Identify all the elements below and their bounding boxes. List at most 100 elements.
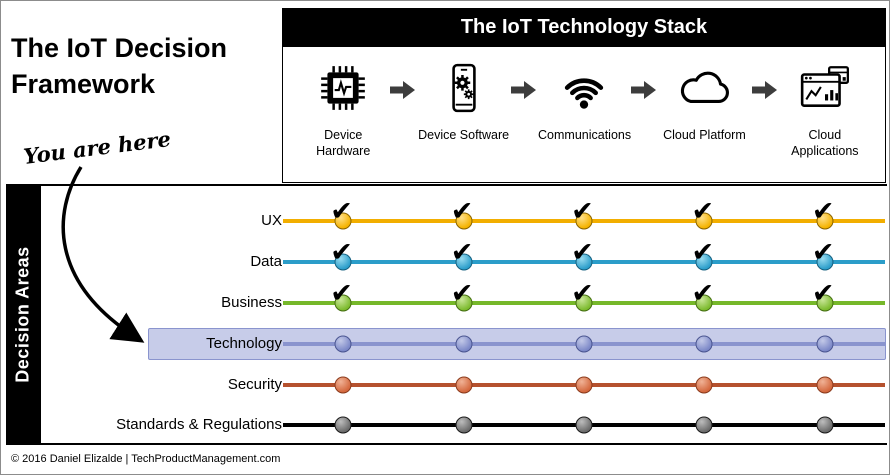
matrix-cell: ✔ (403, 410, 523, 440)
matrix-cell: ✔ (644, 410, 764, 440)
arrow-right-icon (390, 81, 416, 99)
status-circle (575, 416, 593, 434)
status-circle (334, 335, 352, 353)
matrix-cell: ✔ (644, 239, 764, 277)
matrix-cell: ✔ (524, 329, 644, 359)
status-circle (455, 376, 473, 394)
status-circle (695, 294, 713, 312)
status-circle (816, 376, 834, 394)
matrix-cell: ✔ (644, 370, 764, 400)
matrix-cell: ✔ (524, 410, 644, 440)
matrix-cell: ✔ (283, 198, 403, 236)
matrix-cell: ✔ (524, 239, 644, 277)
status-circle (334, 294, 352, 312)
status-circle (575, 376, 593, 394)
status-circle (816, 253, 834, 271)
matrix-row-ux: UX ✔ ✔ ✔ ✔ ✔ (6, 198, 887, 236)
check-icon: ✔ (811, 277, 835, 309)
check-icon: ✔ (571, 236, 594, 268)
check-icon: ✔ (450, 277, 474, 309)
technology-stack-panel: Device Hardware (282, 47, 886, 183)
matrix-cell: ✔ (765, 198, 885, 236)
status-circle (695, 335, 713, 353)
stack-item-device-hardware: Device Hardware (283, 47, 403, 182)
status-circle (455, 212, 473, 230)
matrix-cell: ✔ (765, 280, 885, 318)
page-title: The IoT Decision Framework (11, 33, 228, 99)
stack-item-label: Device Software (418, 128, 510, 142)
status-circle (455, 335, 473, 353)
check-icon: ✔ (450, 195, 474, 227)
row-label: Technology (206, 335, 282, 352)
check-icon: ✔ (691, 277, 715, 309)
row-label: UX (261, 212, 282, 229)
stack-item-cloud-applications: Cloud Applications (765, 47, 885, 182)
check-icon: ✔ (811, 195, 835, 227)
status-circle (575, 294, 593, 312)
stack-item-label: Cloud Applications (791, 128, 859, 159)
chip-icon (283, 57, 403, 119)
stack-item-cloud-platform: Cloud Platform (644, 47, 764, 182)
you-are-here-label: You are here (22, 126, 173, 169)
row-label: Security (227, 376, 282, 393)
status-circle (695, 212, 713, 230)
matrix-row-security: Security ✔ ✔ ✔ ✔ ✔ (6, 370, 887, 400)
matrix-cell: ✔ (524, 370, 644, 400)
matrix-cell: ✔ (644, 280, 764, 318)
row-label: Business (221, 294, 282, 311)
status-circle (816, 335, 834, 353)
decision-matrix: Decision Areas UX ✔ ✔ ✔ ✔ ✔ Data ✔ ✔ ✔ ✔… (6, 184, 887, 445)
copyright-credit: © 2016 Daniel Elizalde | TechProductMana… (11, 453, 281, 465)
matrix-cell: ✔ (403, 280, 523, 318)
device-software-icon (403, 57, 523, 119)
check-icon: ✔ (330, 195, 353, 227)
cloud-icon (644, 57, 764, 119)
check-icon: ✔ (330, 277, 353, 309)
stack-item-communications: Communications (524, 47, 644, 182)
matrix-cell: ✔ (283, 370, 403, 400)
row-label: Data (250, 253, 282, 270)
status-circle (334, 253, 352, 271)
stack-item-label: Cloud Platform (663, 128, 746, 142)
matrix-cell: ✔ (403, 329, 523, 359)
status-circle (334, 212, 352, 230)
status-circle (695, 253, 713, 271)
decision-areas-sidebar: Decision Areas (6, 186, 41, 443)
status-circle (334, 376, 352, 394)
matrix-cell: ✔ (283, 239, 403, 277)
arrow-right-icon (751, 81, 777, 99)
matrix-cell: ✔ (765, 239, 885, 277)
matrix-cell: ✔ (524, 198, 644, 236)
matrix-cell: ✔ (765, 370, 885, 400)
matrix-cell: ✔ (403, 198, 523, 236)
check-icon: ✔ (691, 195, 715, 227)
stack-title-bar: The IoT Technology Stack (282, 8, 886, 47)
matrix-cell: ✔ (403, 370, 523, 400)
row-label: Standards & Regulations (116, 416, 282, 433)
matrix-row-business: Business ✔ ✔ ✔ ✔ ✔ (6, 280, 887, 318)
matrix-cell: ✔ (765, 410, 885, 440)
status-circle (455, 253, 473, 271)
matrix-cell: ✔ (644, 198, 764, 236)
status-circle (334, 416, 352, 434)
matrix-cell: ✔ (283, 280, 403, 318)
matrix-cell: ✔ (644, 329, 764, 359)
matrix-row-technology: Technology ✔ ✔ ✔ ✔ ✔ (6, 329, 887, 359)
status-circle (575, 253, 593, 271)
wifi-icon (524, 57, 644, 119)
status-circle (455, 416, 473, 434)
matrix-cell: ✔ (283, 329, 403, 359)
matrix-cell: ✔ (524, 280, 644, 318)
matrix-cell: ✔ (283, 410, 403, 440)
status-circle (816, 416, 834, 434)
status-circle (455, 294, 473, 312)
status-circle (575, 212, 593, 230)
matrix-row-standards-regulations: Standards & Regulations ✔ ✔ ✔ ✔ ✔ (6, 410, 887, 440)
matrix-row-data: Data ✔ ✔ ✔ ✔ ✔ (6, 239, 887, 277)
stack-item-label: Device Hardware (316, 128, 371, 159)
check-icon: ✔ (450, 236, 474, 268)
status-circle (695, 416, 713, 434)
status-circle (695, 376, 713, 394)
status-circle (816, 294, 834, 312)
